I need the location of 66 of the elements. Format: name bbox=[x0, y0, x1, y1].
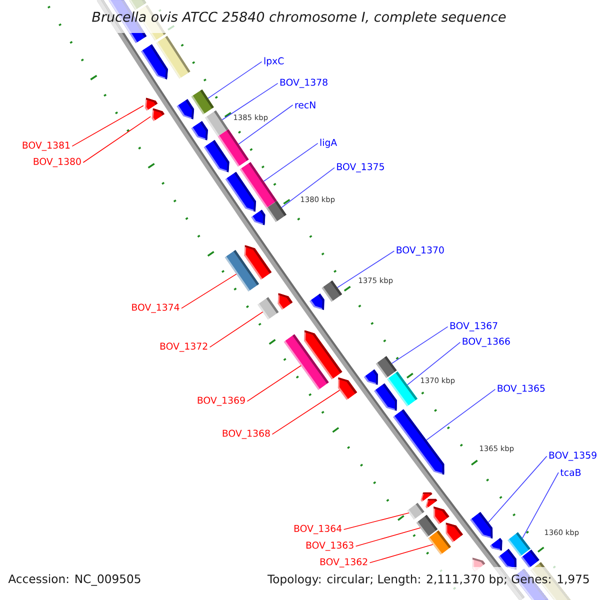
gene-label: BOV_1367 bbox=[450, 322, 498, 332]
gene-block bbox=[258, 297, 279, 320]
gene-label: lpxC bbox=[264, 57, 284, 66]
gene-label: BOV_1364 bbox=[294, 524, 342, 534]
pointed-gene-block bbox=[304, 330, 342, 380]
leader-line bbox=[407, 342, 461, 386]
leader-line bbox=[208, 61, 262, 99]
leader-line bbox=[272, 390, 340, 435]
map-title: Brucella ovis ATCC 25840 chromosome I, complete sequence bbox=[92, 11, 506, 25]
gene-label: BOV_1365 bbox=[498, 384, 545, 394]
leader-line bbox=[391, 326, 448, 364]
gene-label: BOV_1363 bbox=[306, 542, 354, 551]
gene-label: recN bbox=[295, 102, 316, 108]
leader-line bbox=[82, 116, 152, 163]
gene-block bbox=[191, 89, 214, 114]
leader-line bbox=[181, 274, 237, 309]
leader-line bbox=[222, 82, 278, 120]
accession-text: Accession: NC_009505 bbox=[8, 574, 140, 586]
leader-line bbox=[355, 527, 421, 547]
leader-line bbox=[246, 365, 302, 402]
leader-line bbox=[209, 312, 264, 348]
pointed-gene-block bbox=[393, 409, 444, 475]
pointed-gene-block bbox=[446, 522, 464, 542]
gene-label: ligA bbox=[320, 138, 338, 148]
pointed-gene-block bbox=[498, 548, 517, 570]
gene-block bbox=[129, 0, 146, 10]
gene-label: BOV_1362 bbox=[320, 558, 368, 568]
gene-label: BOV_1370 bbox=[396, 246, 444, 256]
leader-line bbox=[488, 456, 548, 523]
gene-label: BOV_1359 bbox=[549, 452, 596, 461]
genome-stats-text: Topology: circular; Length: 2,111,370 bp; Genes: 1,975 bbox=[267, 574, 589, 586]
pointed-gene-block bbox=[191, 120, 208, 140]
gene-label: BOV_1380 bbox=[34, 158, 81, 168]
pointed-gene-block bbox=[204, 140, 230, 172]
gene-block bbox=[387, 371, 418, 406]
gene-block bbox=[224, 250, 260, 292]
pointed-gene-block bbox=[364, 369, 378, 386]
leader-line bbox=[281, 167, 335, 208]
gene-label: BOV_1374 bbox=[132, 304, 180, 313]
gene-label: tcaB bbox=[560, 469, 581, 476]
gene-block bbox=[156, 36, 190, 79]
leader-line bbox=[337, 250, 395, 288]
leader-line bbox=[369, 544, 434, 564]
leader-line bbox=[426, 388, 496, 440]
pointed-gene-block bbox=[310, 293, 324, 310]
leader-line bbox=[343, 512, 410, 530]
gene-block bbox=[428, 530, 452, 555]
leader-line bbox=[72, 105, 144, 147]
gene-label: BOV_1375 bbox=[337, 163, 384, 172]
gene-label: BOV_1378 bbox=[280, 78, 328, 88]
pointed-gene-block bbox=[472, 558, 486, 572]
pointed-gene-block bbox=[152, 108, 165, 122]
gene-label: BOV_1381 bbox=[22, 142, 70, 151]
gene-label: BOV_1372 bbox=[160, 342, 208, 352]
gene-label: BOV_1366 bbox=[462, 338, 510, 347]
gene-block bbox=[266, 200, 287, 222]
leader-line bbox=[522, 472, 559, 538]
pointed-gene-block bbox=[278, 293, 293, 310]
gene-block bbox=[240, 162, 277, 208]
gene-label: BOV_1369 bbox=[198, 396, 245, 406]
pointed-gene-block bbox=[251, 210, 266, 226]
pointed-gene-block bbox=[490, 538, 502, 551]
pointed-gene-block bbox=[338, 377, 358, 400]
pointed-gene-block bbox=[176, 99, 194, 120]
pointed-gene-block bbox=[434, 506, 450, 524]
gene-label: BOV_1368 bbox=[222, 430, 270, 439]
